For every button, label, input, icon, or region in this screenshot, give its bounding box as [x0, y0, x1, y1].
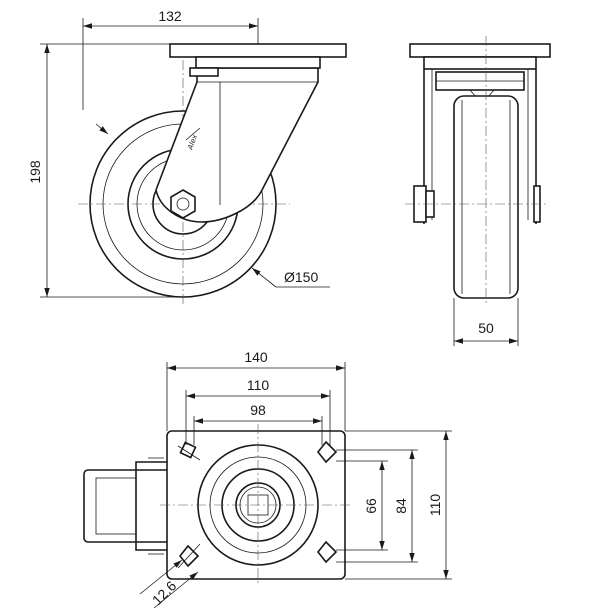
- axle-nut: [170, 189, 196, 219]
- hole-span-outer-dim-label: 110: [247, 377, 270, 393]
- top-view: 140 110 98 110 84 66 12.6: [83, 349, 452, 609]
- slot-width-dim-label: 12.6: [149, 577, 180, 608]
- top-plate: [169, 43, 347, 58]
- swivel-head: [195, 56, 321, 69]
- width-dim-label: 132: [158, 8, 182, 24]
- fork-leg: [155, 67, 319, 223]
- plate-width-dim-label: 140: [244, 349, 268, 365]
- front-view: 50: [405, 36, 551, 346]
- hole-vspan-inner-dim-label: 66: [363, 498, 379, 514]
- slot-hole-top-left: [179, 441, 197, 459]
- front-top-plate: [409, 43, 551, 58]
- wheel-width-dim-label: 50: [478, 320, 494, 336]
- slot-hole-top-right: [316, 440, 338, 464]
- slot-hole-bottom-right: [316, 540, 338, 564]
- plate-height-dim-label: 110: [427, 494, 443, 517]
- diameter-dim-label: Ø150: [284, 269, 318, 285]
- hole-vspan-outer-dim-label: 84: [393, 498, 409, 514]
- height-dim-label: 198: [27, 160, 43, 184]
- top-view-wheel: [83, 469, 175, 543]
- side-view: Alex 132 198 Ø150: [27, 8, 347, 305]
- hole-span-inner-dim-label: 98: [250, 402, 266, 418]
